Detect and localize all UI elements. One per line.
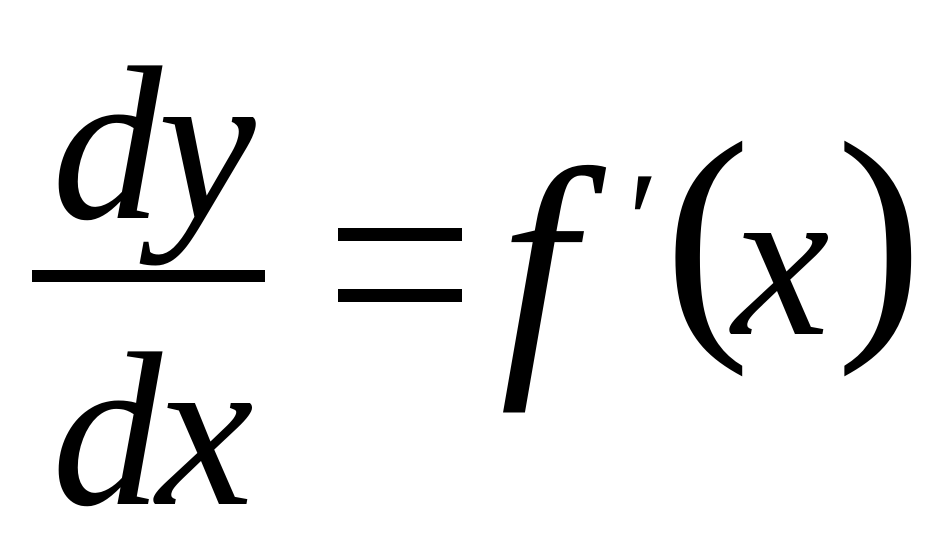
prime-mark: ′ bbox=[628, 144, 659, 299]
equals-top-bar bbox=[338, 228, 462, 241]
function-name: f bbox=[500, 115, 576, 414]
fraction-numerator: dy bbox=[52, 22, 256, 266]
fraction-denominator: dx bbox=[52, 308, 254, 552]
open-parenthesis: ( bbox=[664, 90, 751, 378]
equals-bottom-bar bbox=[338, 289, 462, 302]
variable-x: x bbox=[732, 138, 830, 382]
equals-sign bbox=[338, 228, 462, 302]
fraction-bar bbox=[32, 270, 265, 282]
derivative-equation: dy dx f ′ ( x ) bbox=[32, 22, 923, 540]
close-parenthesis: ) bbox=[836, 90, 923, 378]
